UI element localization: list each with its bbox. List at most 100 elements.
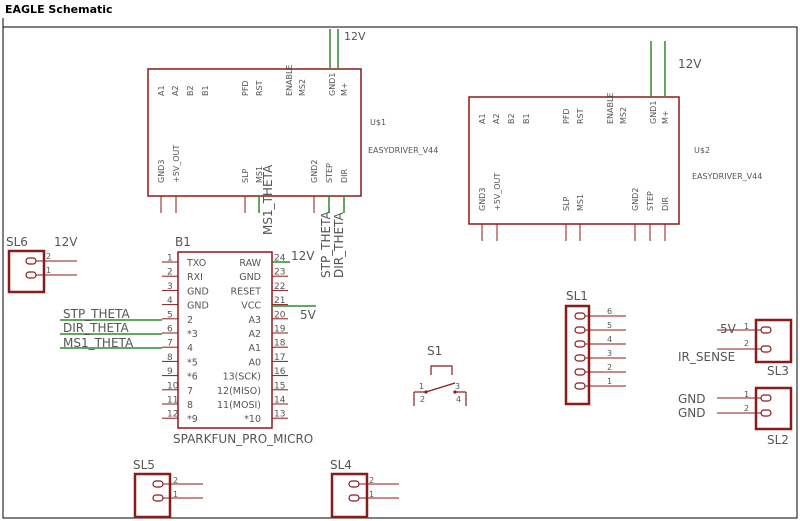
u1-top-pin-label: PFD: [241, 80, 250, 96]
b1-right-pin-label: 12(MISO): [217, 386, 261, 397]
sl3-pin-pad: [760, 345, 772, 353]
u2-value: EASYDRIVER_V44: [692, 172, 762, 181]
b1-right-pin-number: 22: [274, 282, 285, 292]
u2-bottom-pin-label: MS1: [576, 194, 585, 211]
sl2-net-label: GND: [678, 392, 706, 406]
b1-left-pin-number: 4: [167, 296, 173, 306]
u2-top-pin-label: B1: [522, 113, 531, 124]
sl6-net-label: 12V: [54, 235, 78, 249]
b1-left-pin-label: 2: [187, 315, 193, 326]
connector-sl6[interactable]: SL6 2 1 12V: [6, 235, 78, 294]
u2-body: [468, 96, 680, 225]
b1-vcc-net-label: 5V: [300, 308, 317, 322]
sl2-net-label: GND: [678, 406, 706, 420]
sl4-pin-number: 1: [369, 490, 374, 499]
b1-right-pin-number: 15: [274, 381, 285, 391]
b1-right-pin-number: 17: [274, 353, 285, 363]
u1-step-net-label: STP_THETA: [319, 210, 333, 278]
b1-right-pin-label: VCC: [241, 301, 261, 312]
sl6-body: [7, 249, 46, 294]
b1-value: SPARKFUN_PRO_MICRO: [173, 432, 313, 446]
b1-left-pin-number: 7: [167, 339, 173, 349]
b1-left-pin-number: 11: [167, 396, 178, 406]
connector-sl3[interactable]: 1 2 5V IR_SENSE SL3: [678, 318, 793, 378]
u2-top-pin-label: A1: [478, 113, 487, 124]
sl1-pin-number: 1: [607, 377, 612, 386]
u2-bottom-pin-label: GND2: [631, 188, 640, 211]
sl2-pin-pad: [760, 394, 772, 402]
u2-net-label: 12V: [678, 57, 702, 71]
b1-left-pin-label: GND: [187, 301, 209, 312]
b1-left-pin-label: *6: [187, 372, 198, 383]
u1-top-pin-label: RST: [255, 80, 264, 96]
b1-right-pin-number: 19: [274, 325, 286, 335]
s1-contact: [425, 382, 456, 393]
b1-left-pin-label: *9: [187, 414, 198, 425]
u1-net-label: 12V: [344, 30, 366, 43]
sl1-pin-number: 5: [607, 321, 612, 330]
b1-right-pin-label: 13(SCK): [223, 372, 261, 383]
u1-top-pin-label: GND1: [328, 73, 337, 96]
switch-s1[interactable]: S1 1 3 2 4: [413, 344, 467, 406]
b1-right-pin-label: *10: [244, 414, 261, 425]
u1-bottom-pin-label: MS1: [255, 166, 264, 183]
sl3-name: SL3: [767, 364, 789, 378]
b1-left-pin-number: 9: [167, 367, 173, 377]
sl4-pin-pad: [348, 480, 360, 488]
b1-right-pin-label: RESET: [231, 286, 262, 297]
u2-bottom-pin-label: DIR: [661, 196, 670, 211]
sl6-pin-number: 2: [46, 252, 51, 261]
sl1-pin-number: 2: [607, 363, 612, 372]
sl4-pin-number: 2: [369, 476, 374, 485]
u1-top-pin-label: ENABLE: [285, 64, 294, 96]
sl1-pin-number: 3: [607, 349, 612, 358]
u1-top-pin-label: A1: [157, 85, 166, 96]
u2-top-pin-label: MS2: [619, 107, 628, 124]
b1-right-pin-number: 23: [274, 268, 285, 278]
u1-top-pin-label: A2: [171, 85, 180, 96]
sl1-pin-pad: [574, 368, 586, 376]
b1-pin5-net-label: STP_THETA: [63, 307, 131, 321]
sl2-name: SL2: [767, 433, 789, 447]
sl1-pin-pad: [574, 340, 586, 348]
u2-bottom-pin-label: +5V_OUT: [493, 173, 502, 211]
b1-left-pin-number: 6: [167, 325, 173, 335]
sl4-pin-pad: [348, 494, 360, 502]
u2-bottom-pin-label: STEP: [646, 191, 655, 211]
sl5-pin-pad: [152, 480, 164, 488]
sl1-pin-pad: [574, 354, 586, 362]
u1-bottom-pin-label: STEP: [325, 163, 334, 183]
s1-pin-number: 3: [455, 382, 460, 391]
s1-name: S1: [427, 344, 442, 358]
b1-right-pin-number: 20: [274, 310, 286, 320]
u1-bottom-pin-label: GND2: [310, 160, 319, 183]
u2-top-pin-label: M+: [661, 110, 670, 124]
connector-sl5[interactable]: SL5 2 1: [133, 458, 203, 519]
b1-right-pin-label: A3: [248, 315, 261, 326]
sl1-body: [564, 304, 591, 406]
sl1-pin-pad: [574, 312, 586, 320]
s1-pin-number: 1: [419, 382, 424, 391]
u1-value: EASYDRIVER_V44: [368, 146, 438, 155]
b1-pin6-net-label: DIR_THETA: [63, 321, 129, 335]
sl3-pin-number: 1: [744, 322, 749, 331]
u2-top-pin-label: GND1: [649, 101, 658, 124]
sl6-pin-pad: [25, 271, 37, 279]
sl5-pin-pad: [152, 494, 164, 502]
connector-sl2[interactable]: 1 2 GND GND SL2: [678, 386, 793, 447]
connector-sl4[interactable]: SL4 2 1: [330, 458, 399, 519]
b1-right-pins: 24RAW23GND22RESET21VCC20A319A218A117A016…: [217, 254, 288, 425]
sl4-body: [330, 472, 369, 519]
b1-right-pin-number: 13: [274, 410, 285, 420]
b1-raw-net-label: 12V: [291, 249, 315, 263]
